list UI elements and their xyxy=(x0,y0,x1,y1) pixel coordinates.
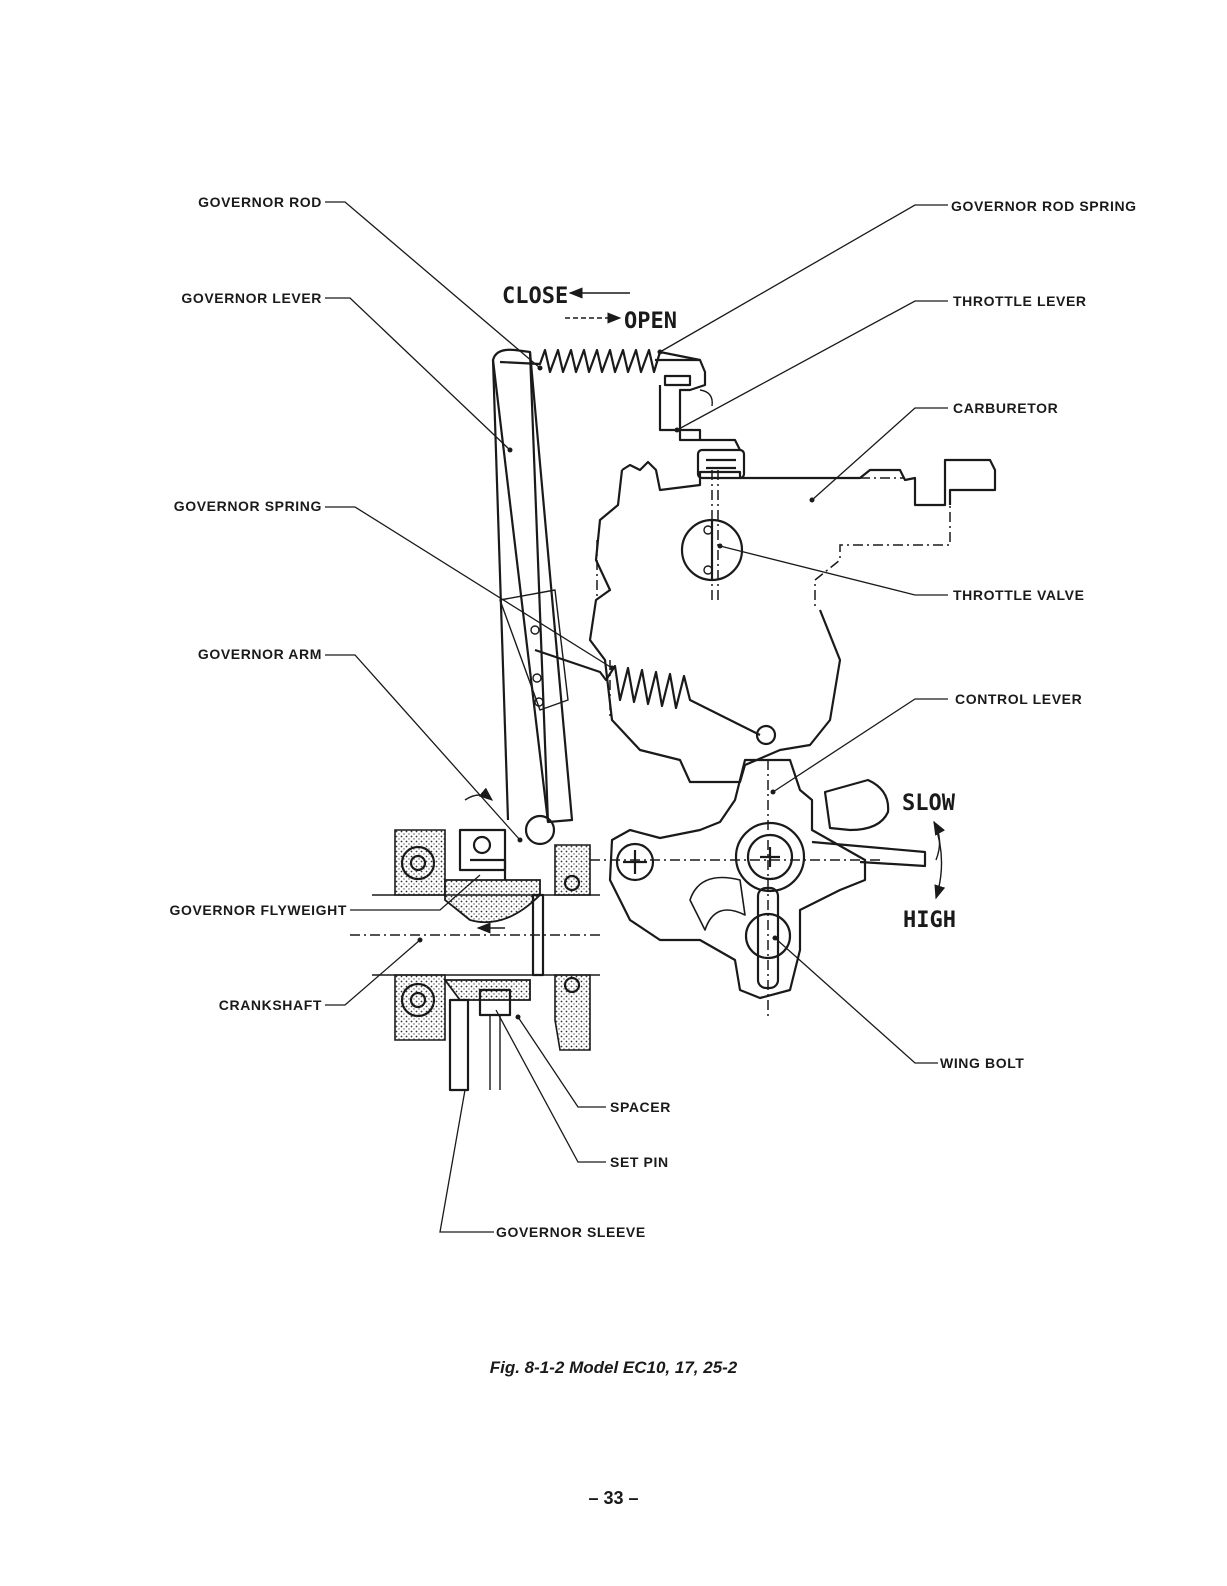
label-governor-rod-spring: GOVERNOR ROD SPRING xyxy=(951,198,1137,214)
control-lever-assembly xyxy=(590,760,925,1020)
label-close: CLOSE xyxy=(502,284,568,309)
label-set-pin: SET PIN xyxy=(610,1154,669,1170)
governor-lever xyxy=(493,350,572,822)
label-crankshaft: CRANKSHAFT xyxy=(219,997,322,1013)
label-governor-rod: GOVERNOR ROD xyxy=(198,194,322,210)
crankcase-section xyxy=(350,795,600,1090)
throttle-direction-arrows xyxy=(565,293,630,318)
label-governor-flyweight: GOVERNOR FLYWEIGHT xyxy=(169,902,347,918)
label-governor-sleeve: GOVERNOR SLEEVE xyxy=(496,1224,646,1240)
speed-direction-arrows xyxy=(934,822,942,898)
label-open: OPEN xyxy=(624,309,677,334)
figure-caption: Fig. 8-1-2 Model EC10, 17, 25-2 xyxy=(0,1358,1227,1378)
label-carburetor: CARBURETOR xyxy=(953,400,1058,416)
label-throttle-valve: THROTTLE VALVE xyxy=(953,587,1085,603)
carburetor-body xyxy=(590,450,995,782)
label-throttle-lever: THROTTLE LEVER xyxy=(953,293,1087,309)
label-spacer: SPACER xyxy=(610,1099,671,1115)
label-slow: SLOW xyxy=(902,791,956,816)
label-governor-arm: GOVERNOR ARM xyxy=(198,646,322,662)
label-high: HIGH xyxy=(903,908,956,933)
throttle-lever xyxy=(655,360,740,450)
throttle-valve xyxy=(682,470,742,600)
label-control-lever: CONTROL LEVER xyxy=(955,691,1082,707)
governor-spring xyxy=(535,650,775,744)
label-governor-spring: GOVERNOR SPRING xyxy=(174,498,322,514)
label-wing-bolt: WING BOLT xyxy=(940,1055,1024,1071)
page-number: – 33 – xyxy=(0,1488,1227,1509)
label-governor-lever: GOVERNOR LEVER xyxy=(181,290,322,306)
